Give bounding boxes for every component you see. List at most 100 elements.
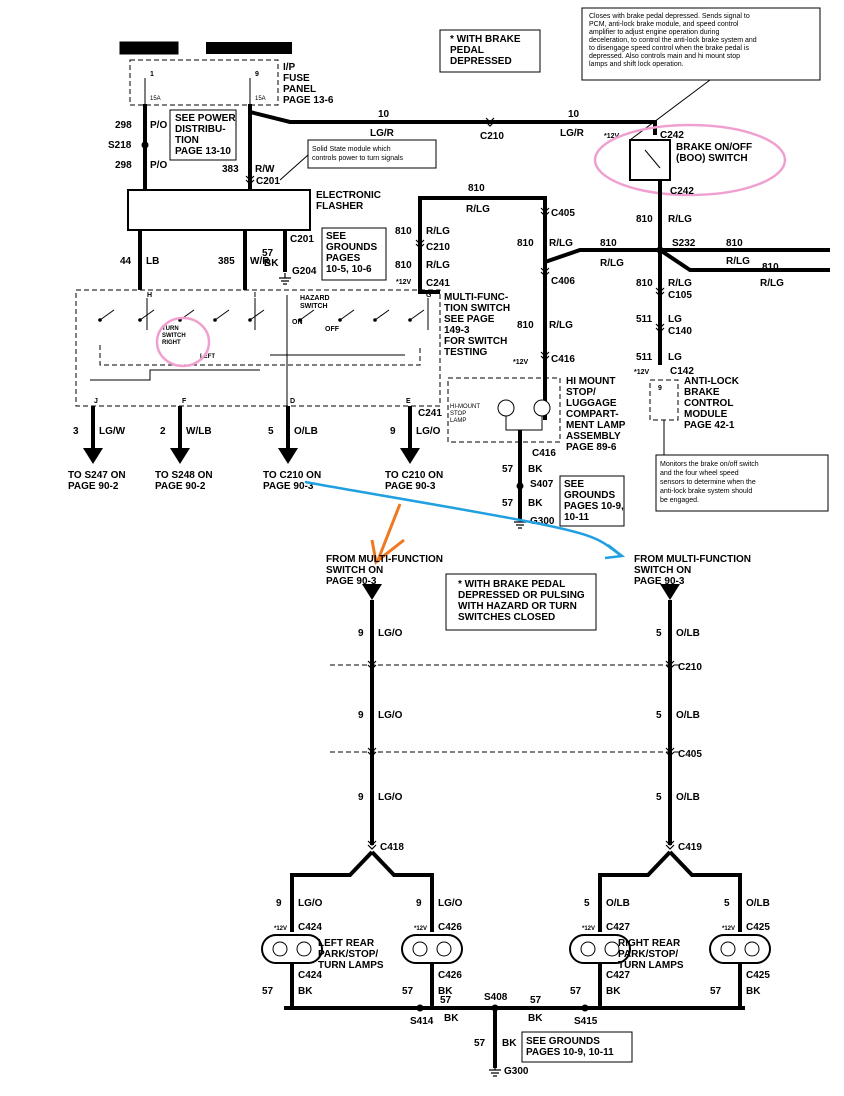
page-ref-3 <box>400 448 420 464</box>
rear-lamp-bulb-b-1 <box>436 941 452 957</box>
wire-lgo-left-branch <box>290 850 374 932</box>
circuit-810-r3: 810 <box>762 262 779 273</box>
wire-color-bk-bus-right: BK <box>528 1013 543 1024</box>
connector-c405-lower-left <box>367 747 377 757</box>
circuit-385-label: 385 <box>218 256 235 267</box>
wire-color-olb-c427: O/LB <box>606 898 630 909</box>
hazard-off-label: OFF <box>325 326 340 333</box>
rear-lamp-bulb-b-3 <box>744 941 760 957</box>
v12-lamp-2: *12V <box>582 926 595 932</box>
switch-contact <box>214 309 230 321</box>
lamp-connector-top-3: C425 <box>746 922 770 933</box>
rear-lamp-bulb-a-3 <box>720 941 736 957</box>
wire-10-lgr <box>248 105 657 135</box>
fuse-1-amp: 15A <box>150 96 161 102</box>
page-ref-c-lower <box>660 584 680 600</box>
v12-c142: *12V <box>634 369 650 376</box>
switch-link-1 <box>99 345 421 366</box>
output-circuit-3: 9 <box>390 426 396 437</box>
pin-e: E <box>406 398 411 405</box>
connector-c242-top: C242 <box>660 130 684 141</box>
page-ref-letter: D <box>369 586 376 596</box>
grounds-box-3 <box>521 1031 633 1063</box>
switch-pivot <box>338 318 342 322</box>
hazard-on-label: ON <box>292 319 303 326</box>
blue-arrow-head <box>604 544 626 560</box>
connector-c419 <box>665 840 675 850</box>
wire-color-olb-lower-1: O/LB <box>676 710 700 721</box>
solid-state-leader <box>279 154 309 181</box>
circuit-810-c105: 810 <box>636 278 653 289</box>
connector-c405-lower-label: C405 <box>678 749 702 760</box>
wire-color-bk-himount: BK <box>528 464 543 475</box>
circuit-5-c427: 5 <box>584 898 590 909</box>
brake-switch-contact <box>644 149 661 169</box>
splice-s232-label: S232 <box>672 238 696 249</box>
wire-color-bk-lamp-1: BK <box>438 986 453 997</box>
rear-lamp-housing-1 <box>401 934 463 964</box>
wire-color-rlg-c105: R/LG <box>668 278 692 289</box>
rear-lamp-bulb-a-2 <box>580 941 596 957</box>
v12-c241: *12V <box>396 279 412 286</box>
circuit-57-lamp-1: 57 <box>402 986 414 997</box>
fuse-1-number: 1 <box>150 71 154 78</box>
wire-color-lgr: LG/R <box>370 128 395 139</box>
output-color-3: LG/O <box>416 426 441 437</box>
rear-lamp-bulb-b-2 <box>604 941 620 957</box>
wire-color-po: P/O <box>150 120 167 131</box>
ground-g204-label: G204 <box>292 266 317 277</box>
connector-c210-lower-label: C210 <box>678 662 702 673</box>
hot-at-all-times-bg <box>206 42 292 54</box>
antilock-pin-9: 9 <box>658 385 662 392</box>
electronic-flasher-box <box>127 189 311 231</box>
lamp-internal-wire <box>505 416 543 431</box>
himount-lamp-outline <box>447 377 561 443</box>
switch-contact <box>374 309 390 321</box>
wire-color-rlg-b: R/LG <box>426 226 450 237</box>
lamp-bulb-2 <box>533 399 551 417</box>
connector-c418 <box>367 840 377 850</box>
pin-f: F <box>182 398 187 405</box>
rear-lamp-bulb-a-1 <box>412 941 428 957</box>
switch-internal-line <box>90 369 260 381</box>
circuit-57-bus-right: 57 <box>530 995 542 1006</box>
splice-s414 <box>416 1004 424 1012</box>
connector-c210-top-label: C210 <box>480 131 504 142</box>
wire-color-rlg-e: R/LG <box>549 320 573 331</box>
orange-markup-line <box>376 503 402 561</box>
circuit-511-b: 511 <box>636 352 653 363</box>
circuit-57-bus-left: 57 <box>440 995 452 1006</box>
page-ref-letter: C <box>285 450 292 460</box>
ground-g204-symbol <box>279 273 291 285</box>
pin-i: I <box>254 292 256 299</box>
v12-c416: *12V <box>513 359 529 366</box>
grounds-box-2 <box>559 475 625 527</box>
wire-color-po-2: P/O <box>150 160 167 171</box>
wire-color-lg-b: LG <box>668 352 682 363</box>
wire-color-lgo-lower-0: LG/O <box>378 628 403 639</box>
brake-switch-box <box>629 139 671 181</box>
antilock-module-outline <box>649 379 679 421</box>
lamp-connector-bottom-0: C424 <box>298 970 322 981</box>
fuse-9-number: 9 <box>255 71 259 78</box>
circuit-810-top: 810 <box>468 183 485 194</box>
brake-switch-desc-box <box>581 7 821 81</box>
rear-lamp-housing-0 <box>261 934 323 964</box>
lamp-connector-bottom-3: C425 <box>746 970 770 981</box>
switch-pivot <box>98 318 102 322</box>
wire-color-rlg-c: R/LG <box>426 260 450 271</box>
connector-c241-lower: C241 <box>418 408 442 419</box>
circuit-810-right: 810 <box>636 214 653 225</box>
circuit-810-c: 810 <box>395 260 412 271</box>
turn-left-label: LEFT <box>200 354 215 360</box>
v12-lamp-3: *12V <box>722 926 735 932</box>
